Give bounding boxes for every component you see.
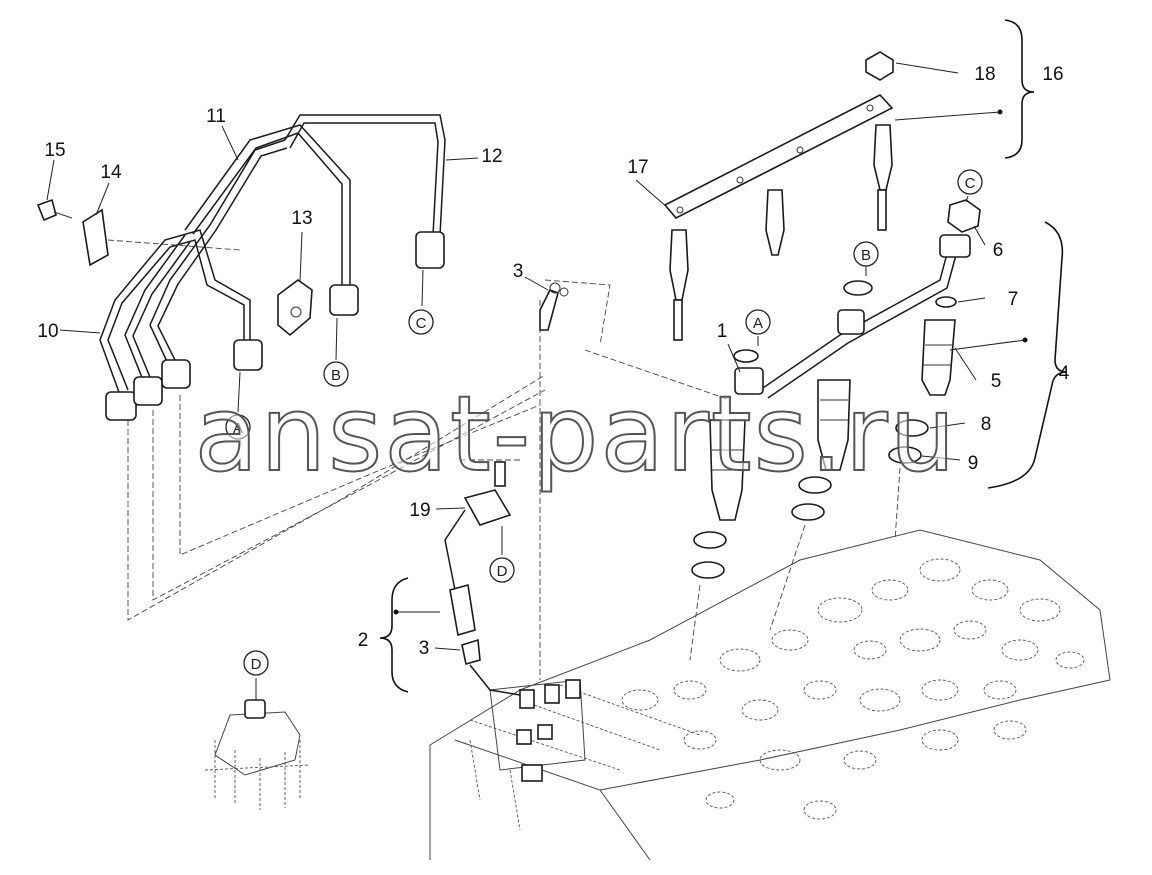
injector-mid: [817, 379, 851, 471]
bracket-14: [82, 208, 109, 267]
ref-label: B: [331, 367, 341, 384]
ref-label: B: [861, 247, 871, 264]
injector-assembly: [689, 199, 981, 661]
callout-11: 11: [206, 106, 226, 127]
ref-label: D: [251, 656, 262, 673]
injector-right-5: [921, 319, 956, 396]
callout-1: 1: [717, 321, 728, 342]
callout-9: 9: [968, 453, 979, 474]
pipe-12: [284, 114, 446, 236]
ref-c-right: C: [957, 169, 983, 203]
callout-numbers: 1 2 3 3 4 5 6 7 8 9 10 11 12 13 14 15 16…: [37, 64, 1069, 659]
reference-markers: A B C D A B C D: [225, 169, 983, 676]
bullet-dot: [1022, 337, 1028, 343]
callout-4: 4: [1059, 363, 1070, 384]
pipe-fittings: [105, 231, 445, 421]
callout-13: 13: [291, 208, 312, 229]
glow-plug-bus-17: [663, 94, 894, 220]
leak-off-pipe-3: [539, 282, 569, 331]
bullet-dot: [997, 109, 1003, 115]
return-pipe-19: [444, 461, 512, 591]
bolt-15: [36, 198, 73, 222]
glow-plugs: [669, 124, 893, 341]
ref-c-left: C: [408, 269, 434, 335]
clamp-13: [277, 279, 313, 337]
feed-pump: [204, 678, 311, 810]
watermark: ansat-parts.ru: [194, 373, 957, 495]
hose-2: [449, 583, 521, 696]
ref-d-bottom: D: [243, 650, 269, 676]
pipe-10-outer: [99, 229, 251, 396]
callout-2: 2: [358, 630, 369, 651]
ref-b-left: B: [323, 317, 349, 387]
callout-15: 15: [44, 140, 65, 161]
callout-12: 12: [481, 146, 502, 167]
callout-6: 6: [993, 240, 1004, 261]
engine-block: [429, 529, 1111, 861]
ref-d-mid: D: [489, 526, 515, 583]
pipe-11: [184, 124, 351, 290]
bracket-16: [1004, 19, 1035, 159]
banjo-bolt-6: [947, 199, 981, 233]
callout-16: 16: [1042, 64, 1063, 85]
pipe-10-inner: [149, 139, 288, 369]
callout-3-bottom: 3: [419, 638, 430, 659]
callout-5: 5: [991, 371, 1002, 392]
ref-label: D: [497, 563, 508, 580]
callout-7: 7: [1008, 289, 1019, 310]
callout-17: 17: [627, 157, 648, 178]
leak-off-tube: [734, 234, 971, 399]
callout-10: 10: [37, 321, 58, 342]
bullet-dot: [393, 609, 399, 615]
ref-label: A: [233, 420, 243, 437]
bracket-4: [987, 221, 1068, 489]
bracket-2: [379, 577, 409, 693]
pipe-10-mid: [124, 234, 191, 386]
ref-label: C: [416, 315, 427, 332]
ref-b-right: B: [853, 241, 879, 276]
callout-14: 14: [100, 162, 122, 183]
sealing-rings: [691, 419, 929, 579]
leader-lines: [46, 62, 1026, 651]
callout-18: 18: [974, 64, 995, 85]
ref-a-right: A: [745, 309, 771, 346]
fuel-pipe-set: [99, 114, 446, 421]
ref-label: A: [753, 315, 763, 332]
ref-label: C: [965, 175, 976, 192]
callout-3-top: 3: [513, 261, 524, 282]
pipe-routing-lines: [107, 239, 731, 680]
nut-18: [865, 51, 894, 81]
callout-8: 8: [981, 414, 992, 435]
callout-19: 19: [409, 500, 430, 521]
ref-a-left: A: [225, 371, 251, 440]
